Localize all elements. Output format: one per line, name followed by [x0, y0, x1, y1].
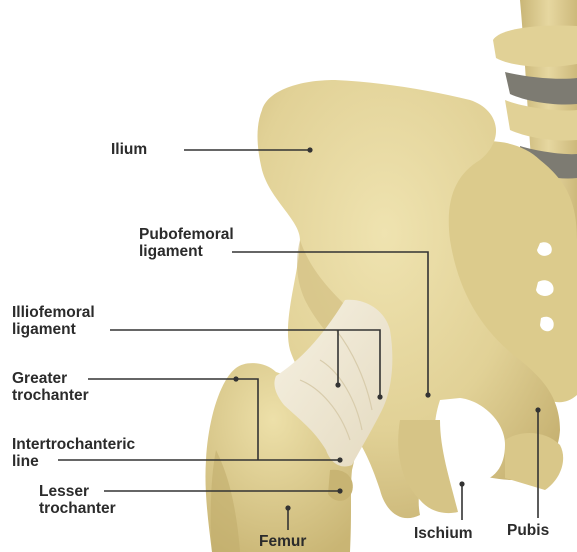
- femur-dot: [285, 505, 290, 510]
- pubis-dot: [535, 407, 540, 412]
- label-ischium: Ischium: [414, 525, 473, 542]
- label-lesser-trochanter: Lesser trochanter: [39, 483, 116, 517]
- label-iliofemoral-line1: Illiofemoral: [12, 304, 95, 321]
- intertrochanteric-dot: [337, 457, 342, 462]
- label-iliofemoral-line2: ligament: [12, 321, 95, 338]
- iliofemoral-dot: [335, 382, 340, 387]
- label-pubofemoral-line1: Pubofemoral: [139, 226, 234, 243]
- label-ilium: Ilium: [111, 141, 147, 158]
- lesser-trochanter-dot: [337, 488, 342, 493]
- iliofemoral-dot: [377, 394, 382, 399]
- label-intertro-line2: line: [12, 453, 135, 470]
- vertebra-body: [493, 26, 577, 67]
- label-greater-line1: Greater: [12, 370, 89, 387]
- pubis-bone: [505, 433, 563, 490]
- ilium-dot: [307, 147, 312, 152]
- greater-trochanter-dot: [233, 376, 238, 381]
- label-pubofemoral-ligament: Pubofemoral ligament: [139, 226, 234, 260]
- label-greater-trochanter: Greater trochanter: [12, 370, 89, 404]
- label-pubis: Pubis: [507, 522, 549, 539]
- ischium-dot: [459, 481, 464, 486]
- label-pubofemoral-line2: ligament: [139, 243, 234, 260]
- label-intertrochanteric-line: Intertrochanteric line: [12, 436, 135, 470]
- label-lesser-line2: trochanter: [39, 500, 116, 517]
- label-greater-line2: trochanter: [12, 387, 89, 404]
- label-iliofemoral-ligament: Illiofemoral ligament: [12, 304, 95, 338]
- pubofemoral-dot: [425, 392, 430, 397]
- label-femur: Femur: [259, 533, 306, 550]
- label-intertro-line1: Intertrochanteric: [12, 436, 135, 453]
- label-lesser-line1: Lesser: [39, 483, 116, 500]
